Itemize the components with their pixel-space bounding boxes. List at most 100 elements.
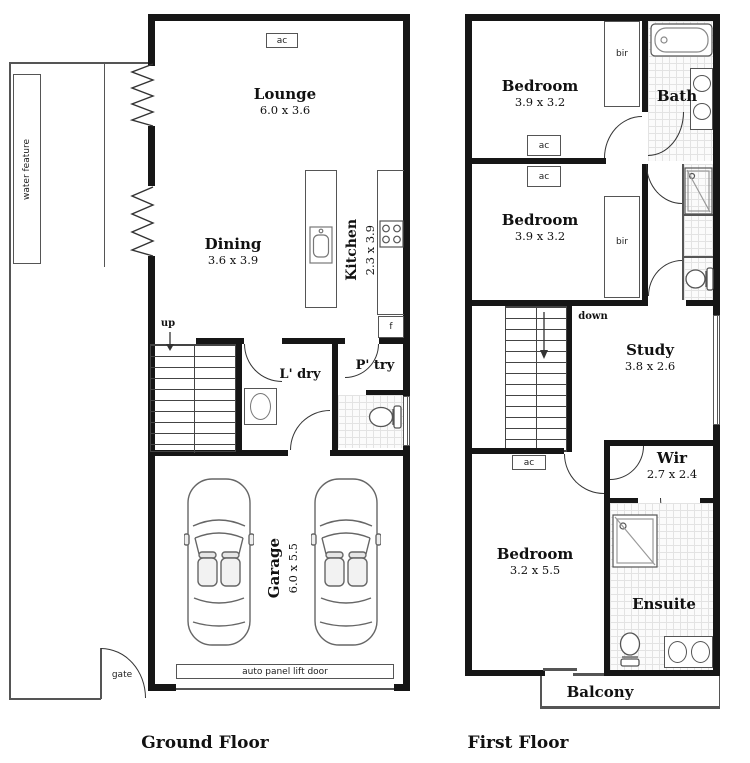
down-arrow (540, 312, 548, 359)
garage-door-sill (176, 688, 394, 690)
wall (465, 14, 720, 21)
up-label: up (160, 318, 176, 329)
wall (196, 338, 244, 344)
cooktop (379, 220, 404, 248)
wall (700, 498, 713, 503)
louvre-screen (129, 63, 155, 127)
fridge-space: f (378, 316, 404, 338)
wall (604, 440, 720, 446)
built-in-robe (604, 196, 640, 298)
wall (403, 446, 410, 690)
ac-unit: ac (266, 33, 298, 48)
down-label: down (578, 311, 608, 322)
first-floor-caption: First Floor (467, 733, 569, 753)
wall (567, 306, 572, 452)
wall (465, 670, 545, 676)
partition (682, 164, 684, 300)
balcony-rail (540, 676, 542, 708)
basin (668, 641, 687, 663)
lounge-label: Lounge 6.0 x 3.6 (253, 85, 317, 117)
staircase (150, 344, 236, 453)
partition (682, 256, 713, 258)
wall (642, 164, 648, 306)
basin (693, 103, 711, 120)
sliding-door (543, 668, 577, 671)
balcony-rail (540, 706, 720, 709)
toilet (368, 405, 402, 429)
garage-door-label: auto panel lift door (242, 666, 328, 677)
wall (282, 338, 345, 344)
staircase (505, 306, 567, 453)
toilet (685, 267, 714, 291)
wall (604, 440, 610, 676)
wc-door-arc (648, 260, 682, 296)
wall (713, 14, 720, 315)
bath-label: Bath (656, 87, 698, 105)
ground-floor-caption: Ground Floor (141, 733, 269, 753)
pantry-label: P' try (355, 358, 395, 373)
ensuite-label: Ensuite (632, 595, 696, 613)
wall (330, 450, 410, 456)
basin (693, 75, 711, 92)
bedroom2-label: Bedroom 3.9 x 3.2 (501, 211, 579, 243)
counter-line (377, 170, 379, 315)
sliding-door (573, 673, 607, 676)
wall (332, 344, 338, 450)
counter-line (377, 314, 404, 316)
island-sink (309, 226, 333, 264)
wall (604, 498, 638, 503)
laundry-tub (244, 388, 277, 425)
bedroom3-door-arc (564, 454, 604, 494)
study-label: Study 3.8 x 2.6 (624, 341, 676, 373)
ac-unit: ac (512, 455, 546, 470)
bedroom2-door-arc (646, 164, 682, 204)
wall (148, 126, 155, 186)
wall (148, 14, 410, 21)
bedroom1-door-arc (604, 116, 642, 158)
wall (465, 448, 564, 454)
wall (148, 14, 155, 66)
wall (148, 684, 176, 691)
wall (148, 450, 288, 456)
bathtub (650, 23, 713, 57)
balcony-label: Balcony (566, 683, 634, 701)
louvre-screen (129, 186, 155, 257)
balcony-rail (718, 676, 720, 708)
ac-unit: ac (527, 166, 561, 187)
wall (379, 338, 410, 344)
dining-label: Dining 3.6 x 3.9 (204, 235, 262, 267)
wall (366, 390, 410, 395)
ac-unit: ac (527, 135, 561, 156)
partition (682, 214, 713, 216)
gate-label: gate (111, 670, 133, 680)
wall (465, 14, 472, 676)
wall (605, 670, 720, 676)
wall (236, 344, 242, 450)
basin (691, 641, 710, 663)
courtyard-line (104, 63, 105, 267)
shower (612, 514, 658, 568)
up-arrow (166, 332, 174, 351)
window (713, 315, 720, 425)
built-in-robe (604, 21, 640, 107)
boundary-line (9, 698, 101, 700)
boundary-line (9, 62, 11, 699)
bir-label: bir (616, 237, 628, 247)
fridge-label: f (389, 322, 393, 332)
wall (403, 14, 410, 396)
garage-door-panel: auto panel lift door (176, 664, 394, 679)
wir-label: Wir 2.7 x 2.4 (646, 449, 698, 481)
wall (465, 300, 642, 306)
wall (394, 684, 410, 691)
bedroom3-label: Bedroom 3.2 x 5.5 (496, 545, 574, 577)
wall (148, 256, 155, 690)
laundry-label: L' dry (279, 367, 321, 382)
counter-line (377, 170, 404, 172)
wall (713, 425, 720, 676)
wall (686, 300, 720, 306)
toilet (619, 632, 641, 667)
window (403, 396, 410, 446)
